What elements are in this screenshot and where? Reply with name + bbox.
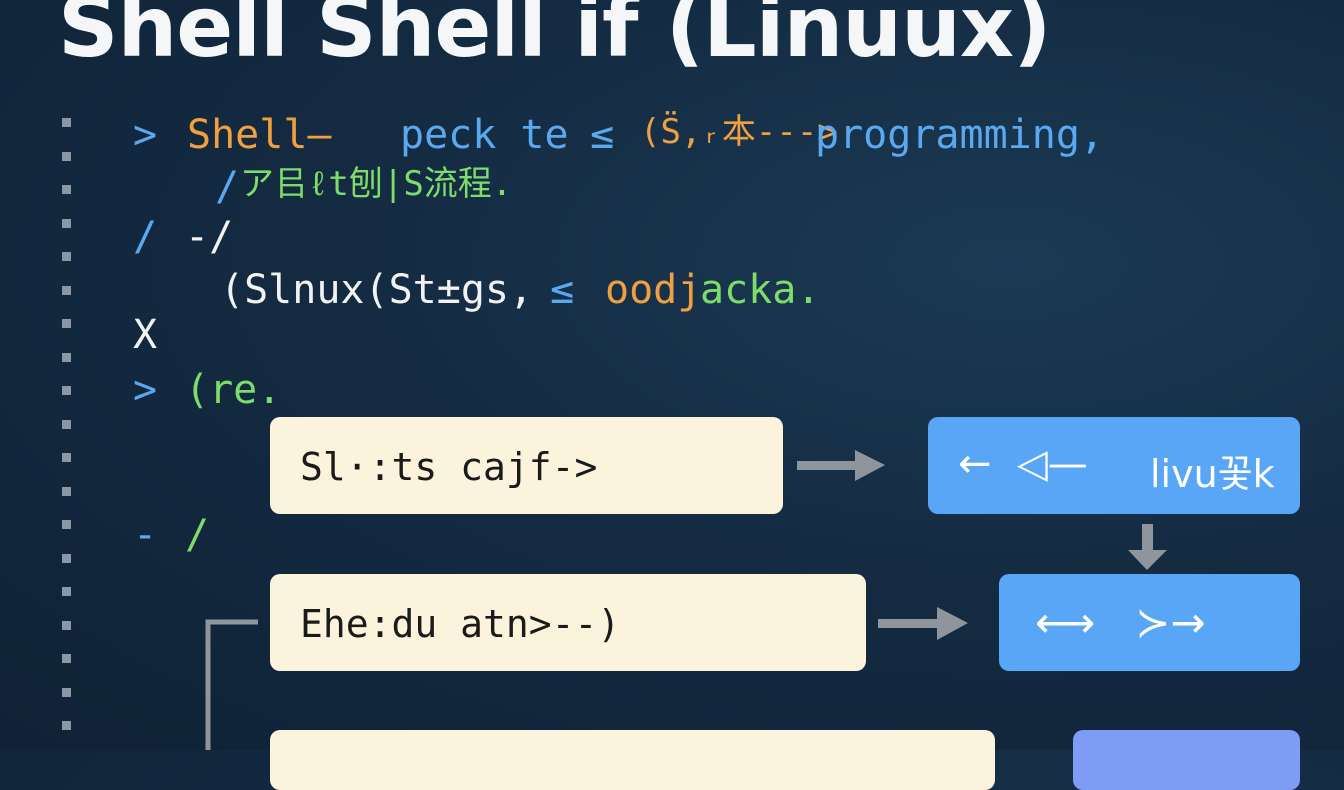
gutter-dot bbox=[62, 587, 71, 596]
code-token: / bbox=[215, 164, 240, 210]
code-token: programming, bbox=[815, 112, 1104, 158]
arrow-left-icon: ← ◁— bbox=[958, 441, 1088, 487]
code-token: ≤ bbox=[550, 267, 575, 313]
code-token: - bbox=[133, 512, 158, 558]
code-token: acka. bbox=[700, 267, 821, 313]
gutter-dot bbox=[62, 553, 71, 563]
code-token: ア㠯ℓt刨|S流程. bbox=[240, 164, 513, 204]
code-token: / bbox=[185, 512, 210, 558]
gutter-dot bbox=[62, 319, 71, 328]
gutter-dot bbox=[62, 118, 71, 127]
arrow-right-icon bbox=[878, 607, 968, 640]
page-title: Shell Shell if (Linuux) bbox=[58, 0, 1051, 76]
prompt-icon: > bbox=[133, 112, 158, 158]
code-token: (Slnux(St±gs, bbox=[220, 267, 534, 313]
flow-box-label: Sl·:ts cajf-> bbox=[300, 445, 598, 489]
connector-arrows bbox=[205, 450, 1167, 750]
code-token: -/ bbox=[185, 214, 234, 260]
gutter-dot bbox=[62, 151, 71, 161]
flow-box-label: Ehe:du atn>--) bbox=[300, 602, 621, 646]
gutter-dot bbox=[62, 486, 71, 496]
code-token: Shell— bbox=[187, 112, 332, 158]
gutter-dot bbox=[62, 185, 71, 194]
gutter-dot bbox=[62, 252, 71, 261]
gutter-dot bbox=[62, 352, 71, 362]
gutter-dot bbox=[62, 285, 71, 295]
bracket-connector bbox=[205, 619, 258, 750]
arrow-down-icon bbox=[1128, 524, 1167, 570]
gutter-dot bbox=[62, 419, 71, 429]
flow-box-2: Ehe:du atn>--) bbox=[270, 574, 866, 671]
flow-blue-box-1: ← ◁— livu꽃k bbox=[928, 417, 1300, 514]
code-token: (re. bbox=[185, 367, 282, 413]
code-token: ≤ bbox=[590, 112, 615, 158]
code-token: X bbox=[133, 312, 158, 358]
gutter-dot bbox=[62, 721, 71, 730]
gutter-dot bbox=[62, 453, 71, 462]
gutter-dot bbox=[62, 386, 71, 395]
gutter-dot bbox=[62, 687, 71, 697]
gutter-dot bbox=[62, 620, 71, 630]
double-arrow-icon: ⟷ ≻→ bbox=[1035, 598, 1206, 647]
gutter-dot bbox=[62, 654, 71, 663]
code-token: peck te bbox=[400, 112, 569, 158]
gutter-dot bbox=[62, 520, 71, 529]
flow-box-1: Sl·:ts cajf-> bbox=[270, 417, 783, 514]
code-token: / bbox=[133, 214, 158, 260]
flow-blue-box-2: ⟷ ≻→ bbox=[999, 574, 1300, 671]
flow-box-label: livu꽃k bbox=[1150, 452, 1275, 496]
gutter-dot bbox=[62, 218, 71, 228]
arrow-right-icon bbox=[797, 450, 885, 481]
code-token: oodj bbox=[605, 267, 702, 313]
code-token: (S̈,ᵣ本---> bbox=[640, 112, 838, 152]
prompt-icon: > bbox=[133, 367, 158, 413]
